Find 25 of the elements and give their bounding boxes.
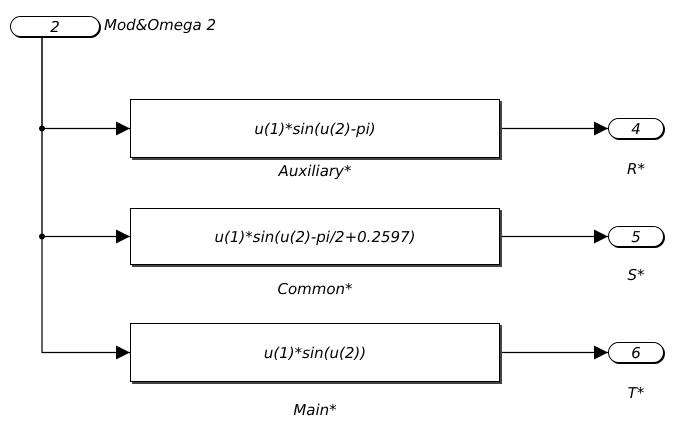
block-label: 4 [631, 120, 641, 138]
block-name: Mod&Omega 2 [104, 16, 216, 34]
block-label: 5 [631, 228, 641, 246]
port-block [10, 16, 100, 37]
function-block [130, 208, 500, 265]
port-block [608, 226, 664, 247]
block-name: R* [627, 160, 645, 178]
function-block [130, 99, 500, 158]
block-label: u(1)*sin(u(2)-pi/2+0.2597) [214, 228, 416, 246]
block-label: 2 [50, 18, 60, 36]
function-block [130, 323, 500, 382]
signal-arrow [500, 122, 608, 136]
block-name: Common* [277, 280, 353, 298]
block-name: Main* [293, 401, 337, 419]
port-block [608, 342, 664, 363]
port-block [608, 118, 664, 139]
block-name: Auxiliary* [278, 162, 352, 180]
block-name: S* [627, 266, 645, 284]
signal-arrow [500, 230, 608, 244]
block-label: u(1)*sin(u(2)) [264, 344, 366, 362]
block-label: u(1)*sin(u(2)-pi) [254, 120, 376, 138]
signal-arrow [500, 346, 608, 360]
signal-arrow [41, 37, 130, 360]
block-label: 6 [631, 344, 641, 362]
block-name: T* [628, 384, 644, 402]
